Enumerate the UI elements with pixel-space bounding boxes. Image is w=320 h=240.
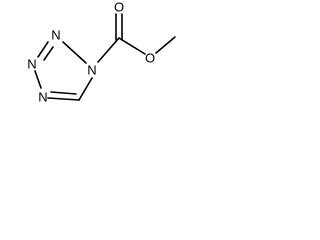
bond-n4-n3	[34, 70, 42, 89]
bond-c5-n4	[47, 97, 80, 101]
atom-n1: N	[87, 63, 96, 78]
atom-n3: N	[27, 57, 36, 72]
atom-n2: N	[51, 28, 60, 43]
bond-n3-n2	[37, 41, 49, 58]
atom-carbonyl-o: O	[114, 0, 124, 15]
bond-ester-o-methyl	[155, 36, 176, 54]
atom-n4: N	[38, 90, 47, 105]
atom-ester-o: O	[145, 51, 155, 66]
bond-c5-n4-inner	[50, 91, 77, 95]
bond-c-ester-o	[118, 37, 146, 55]
bond-n1-c5	[78, 77, 93, 101]
bond-n2-n1	[62, 41, 87, 64]
bond-n1-carbonyl-c	[97, 37, 120, 63]
bond-n3-n2-inner	[43, 46, 54, 61]
methyl-tetrazole-carboxylate-structure: N N N N O O	[27, 0, 176, 105]
